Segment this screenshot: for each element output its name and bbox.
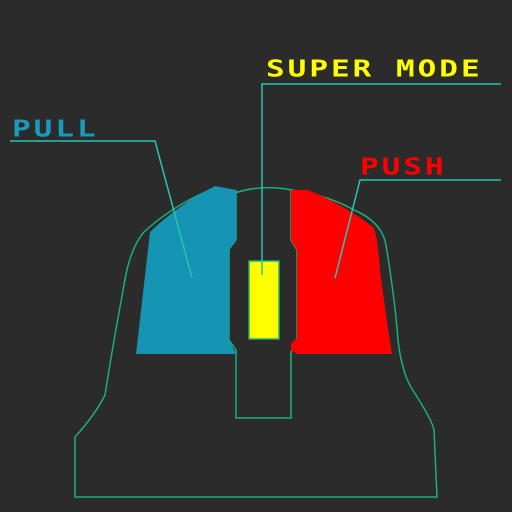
- super-mode-scroll-region: [248, 260, 280, 340]
- pull-label: PULL: [12, 115, 99, 143]
- super-mode-leader-line: [261, 83, 501, 275]
- pull-button-region: [136, 186, 236, 354]
- mouse-body-outline: [74, 186, 438, 498]
- pull-leader-line: [10, 140, 193, 279]
- super-mode-label: SUPER MODE: [266, 55, 483, 83]
- push-label: PUSH: [360, 153, 447, 181]
- push-leader-line: [334, 179, 501, 279]
- push-button-region: [291, 190, 392, 354]
